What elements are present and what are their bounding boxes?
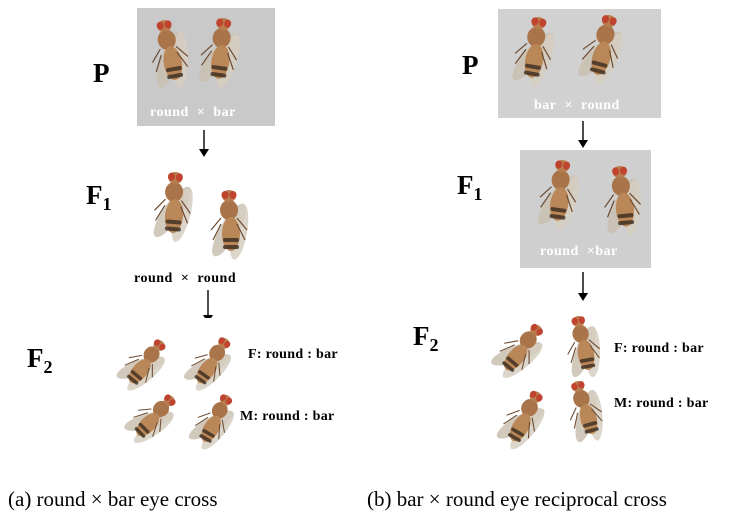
generation-f2-label-a: F2	[27, 345, 53, 376]
f2-male-ratio-a: M: round : bar	[240, 409, 335, 425]
down-arrow-icon	[577, 272, 589, 302]
f1-cross-label-b: round ×bar	[540, 244, 618, 260]
caption-a: (a) round × bar eye cross	[8, 487, 218, 512]
generation-p-label-b: P	[462, 52, 479, 79]
generation-p-label-a: P	[93, 60, 110, 87]
down-arrow-icon	[577, 121, 589, 149]
p-cross-label-b: bar × round	[534, 98, 620, 114]
fruit-fly-photo: bar × round	[498, 9, 661, 118]
f2-male-ratio-b: M: round : bar	[614, 396, 709, 412]
fruit-fly-photo: round ×bar	[520, 150, 651, 268]
down-arrow-icon	[198, 130, 210, 158]
generation-f1-label-a: F1	[86, 182, 112, 213]
p-cross-label-a: round × bar	[150, 105, 236, 121]
f1-cross-label-a: round × round	[134, 271, 236, 287]
f2-female-ratio-b: F: round : bar	[614, 341, 704, 357]
fruit-fly-photo	[112, 318, 247, 458]
generation-f1-label-b: F1	[457, 172, 483, 203]
fruit-fly-photo: round × bar	[137, 8, 275, 126]
caption-b: (b) bar × round eye reciprocal cross	[367, 487, 667, 512]
f2-female-ratio-a: F: round : bar	[248, 347, 338, 363]
fruit-fly-photo: round × round	[133, 160, 263, 288]
fruit-fly-photo	[474, 305, 614, 455]
generation-f2-label-b: F2	[413, 323, 439, 354]
